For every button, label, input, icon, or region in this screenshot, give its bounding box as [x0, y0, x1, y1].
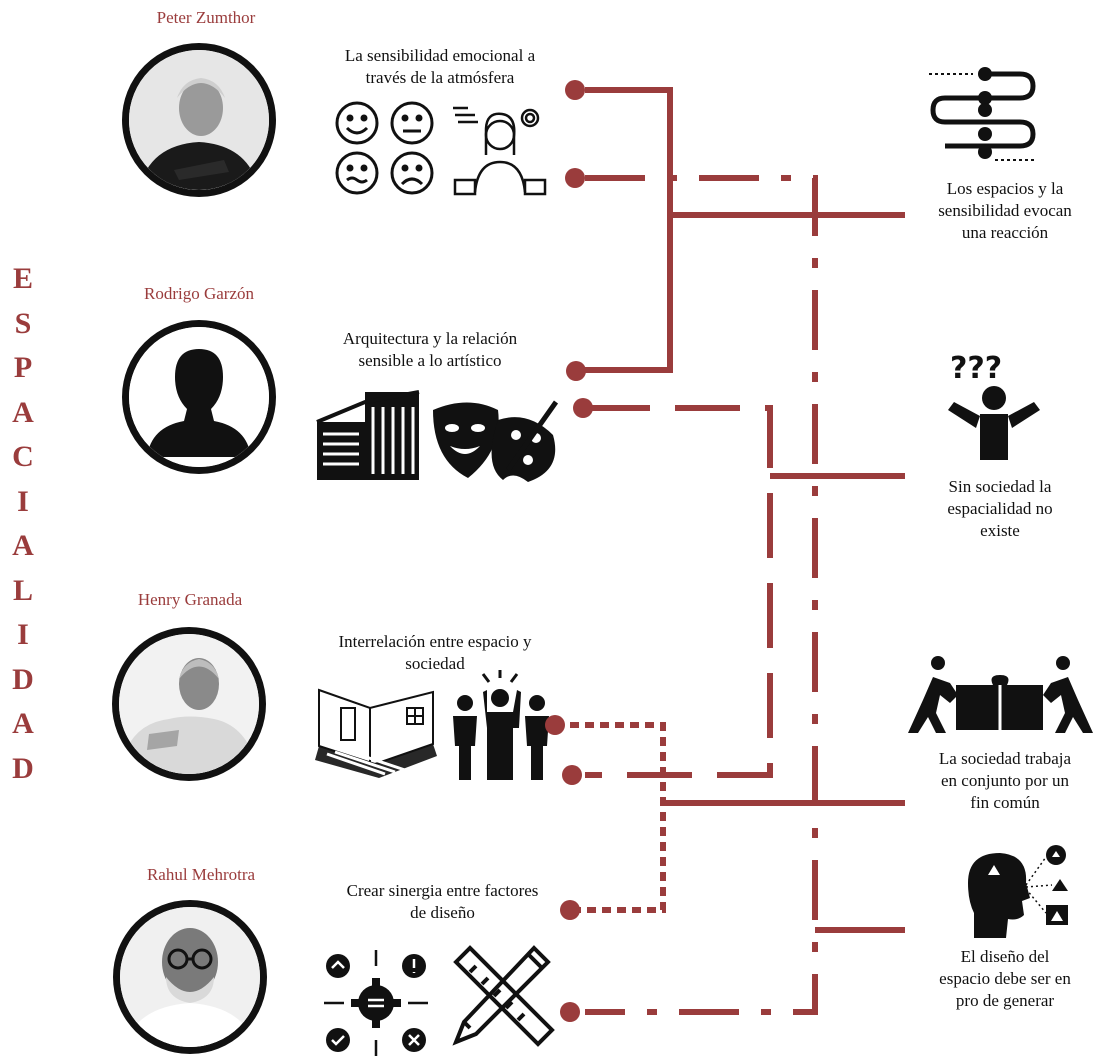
connector-pin — [573, 398, 593, 418]
author-name: Peter Zumthor — [156, 8, 256, 27]
connector-pin — [545, 715, 565, 735]
connector-pin — [565, 168, 585, 188]
connector-pin — [565, 80, 585, 100]
ruler-pencil-icon — [452, 945, 555, 1047]
title-letter: I — [17, 484, 29, 518]
confused-person-icon: ??? — [948, 351, 1040, 460]
outcome-text: Sin sociedad la espacialidad no existe — [947, 477, 1053, 540]
solid-connector — [585, 87, 673, 373]
puzzle-teamwork-icon — [908, 656, 1093, 733]
title-letter: A — [12, 529, 34, 562]
theater-art-icon — [433, 400, 559, 482]
title-letter: P — [13, 351, 33, 384]
dashdot-connector — [585, 175, 818, 1015]
concept-text: Crear sinergia entre factores de diseño — [346, 881, 539, 922]
concept-text: La sensibilidad emocional a través de la… — [344, 46, 536, 87]
title-letter: E — [12, 262, 33, 295]
svg-text:???: ??? — [950, 351, 1002, 386]
flow-path-icon — [929, 67, 1036, 161]
vertical-title: E S P A C I A L I D A D — [3, 262, 43, 796]
connector-pin — [560, 900, 580, 920]
connector-pin — [566, 361, 586, 381]
title-letter: A — [12, 395, 34, 429]
outcome-text: El diseño del espacio debe ser en pro de… — [939, 947, 1071, 1010]
building-icon — [316, 390, 420, 480]
person-atmosphere-icon — [453, 106, 547, 196]
dashed-connector — [585, 405, 773, 778]
outcome-text: Los espacios y la sensibilidad evocan un… — [938, 179, 1072, 242]
title-letter: A — [12, 707, 34, 740]
author-name: Rahul Mehrotra — [146, 865, 256, 884]
connector-pin — [560, 1002, 580, 1022]
title-letter: S — [14, 306, 32, 340]
emotion-faces-icon — [335, 101, 434, 195]
title-letter: L — [12, 573, 33, 607]
portrait-mehrotra — [113, 900, 267, 1054]
author-name: Henry Granada — [137, 590, 243, 609]
title-letter: D — [12, 751, 34, 785]
title-letter: I — [17, 618, 29, 651]
portrait-granada — [112, 627, 266, 781]
dotted-connector — [555, 722, 666, 913]
concept-text: Arquitectura y la relación sensible a lo… — [342, 329, 518, 370]
concept-text: Interrelación entre espacio y sociedad — [338, 632, 532, 673]
people-group-icon — [453, 670, 549, 780]
room-space-icon — [315, 688, 437, 778]
title-letter: C — [12, 440, 34, 473]
portrait-garzon — [122, 320, 276, 474]
title-letter: D — [12, 662, 34, 696]
head-thinking-icon — [968, 845, 1068, 938]
outcome-text: La sociedad trabaja en conjunto por un f… — [938, 749, 1072, 812]
connector-pin — [562, 765, 582, 785]
portrait-zumthor — [122, 43, 276, 197]
author-name: Rodrigo Garzón — [143, 284, 254, 303]
gear-factors-icon — [324, 950, 428, 1056]
